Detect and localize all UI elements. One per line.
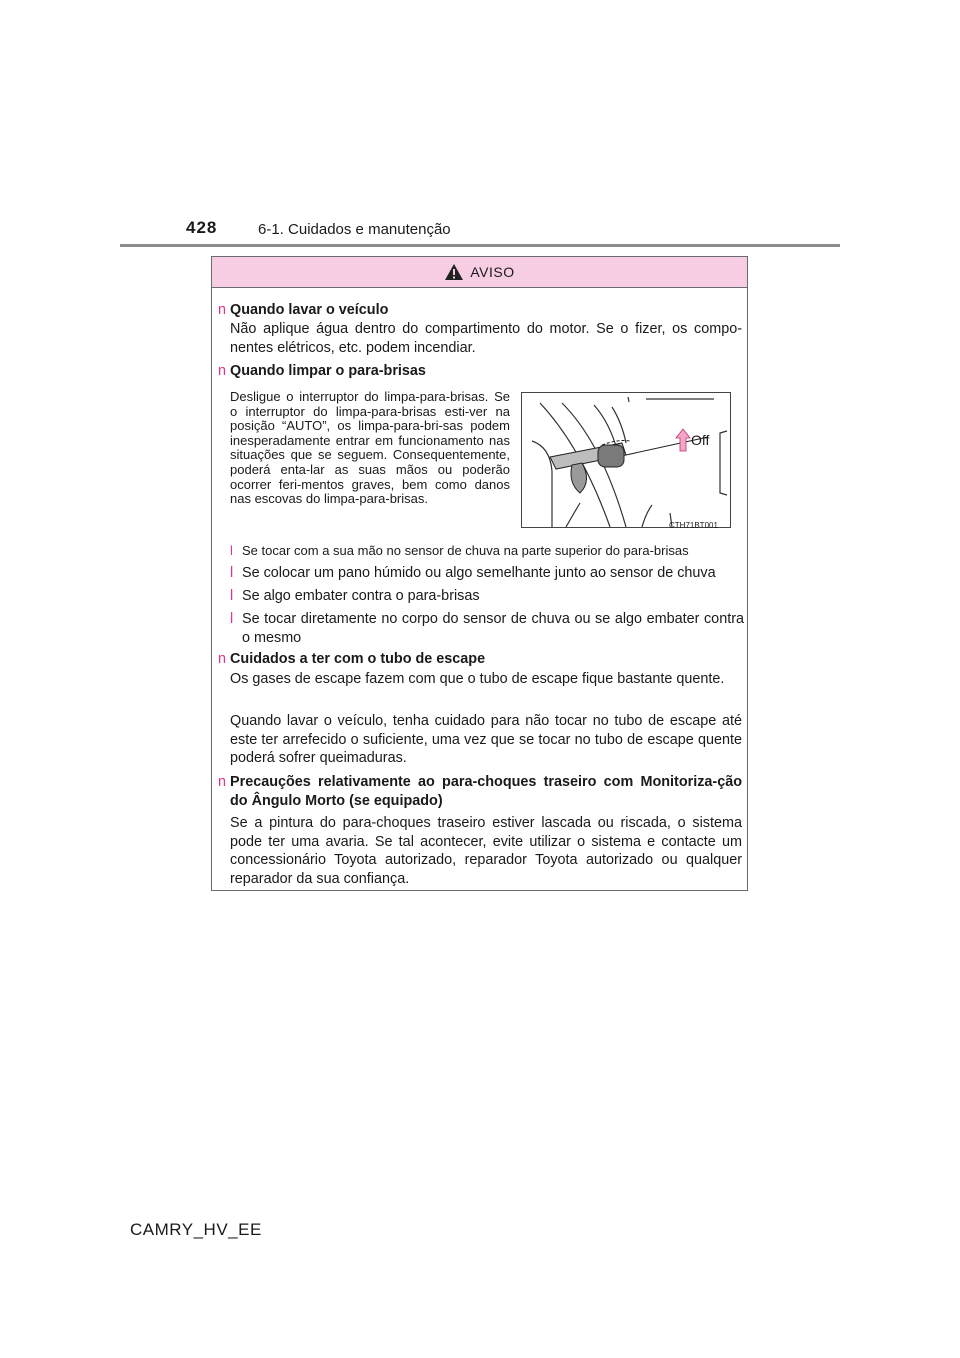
wiper-switch-illustration: Off CTH71BT001 [521, 392, 731, 530]
bullet-icon: n [218, 363, 227, 379]
off-label: Off [691, 432, 710, 448]
sub-bullet-icon: l [230, 543, 233, 558]
wiper-lever-drawing [531, 396, 728, 528]
item-paragraph: Quando lavar o veículo, tenha cuidado pa… [230, 713, 742, 766]
sub-bullet-icon: l [230, 565, 234, 581]
bullet-icon: n [218, 774, 227, 790]
item-paragraph: Desligue o interruptor do limpa-para-bri… [230, 389, 510, 507]
page-number: 428 [186, 218, 218, 237]
sub-bullet-icon: l [230, 611, 234, 627]
footer-model-code: CAMRY_HV_EE [130, 1220, 262, 1239]
bullet-icon: n [218, 651, 227, 667]
list-item: l Se tocar diretamente no corpo do senso… [230, 611, 744, 646]
item-paragraph: Se a pintura do para-choques traseiro es… [230, 815, 742, 887]
warning-header: AVISO [212, 257, 747, 288]
sub-bullet-icon: l [230, 588, 234, 604]
list-item: l Se algo embater contra o para-brisas [230, 588, 480, 604]
item-heading: n Precauções relativamente ao para-choqu… [218, 774, 742, 809]
figure-code: CTH71BT001 [669, 521, 718, 530]
warning-triangle-icon [445, 264, 464, 280]
section-title: 6-1. Cuidados e manutenção [258, 221, 451, 238]
header-rule [120, 244, 840, 247]
list-item: l Se tocar com a sua mão no sensor de ch… [230, 542, 744, 561]
warning-title: AVISO [470, 264, 515, 280]
list-item: l Se colocar um pano húmido ou algo seme… [230, 565, 716, 581]
item-paragraph: Os gases de escape fazem com que o tubo … [230, 671, 725, 687]
item-paragraph: Não aplique água dentro do compartimento… [230, 321, 742, 356]
bullet-icon: n [218, 302, 227, 318]
